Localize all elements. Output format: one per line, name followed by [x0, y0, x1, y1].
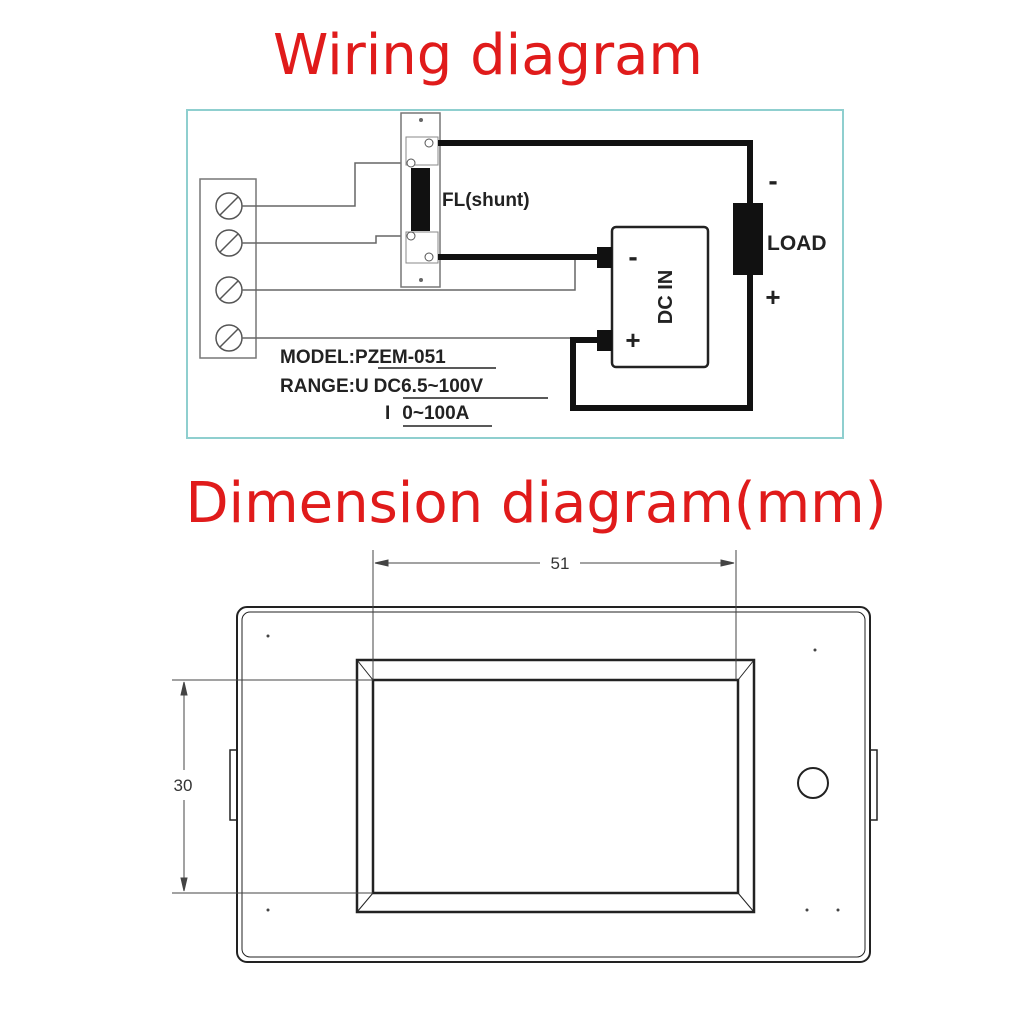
wiring-title: Wiring diagram	[273, 23, 703, 88]
height-dimension: 30	[174, 776, 193, 795]
screen-bezel	[355, 658, 756, 914]
dimension-title: Dimension diagram(mm)	[185, 471, 886, 536]
dc-in-source	[597, 225, 710, 369]
screen	[371, 678, 740, 895]
dc-in-label: DC IN	[655, 270, 677, 324]
voltage-range: DC6.5~100V	[374, 376, 484, 397]
load-minus: -	[768, 165, 777, 196]
svg-text:MODEL:PZEM-051: MODEL:PZEM-051	[280, 347, 446, 368]
power-wires	[438, 140, 753, 411]
wiring-diagram: FL(shunt) LOAD - + - + DC IN MODEL:PZEM-…	[186, 109, 844, 439]
model-prefix: MODEL:	[280, 347, 355, 368]
dc-minus: -	[628, 241, 637, 272]
button-icon	[797, 767, 829, 799]
current-prefix: I	[385, 403, 390, 424]
svg-text:I0~100A: I 0~100A	[385, 403, 470, 424]
range-prefix: RANGE:U	[280, 376, 369, 397]
current-range: 0~100A	[402, 403, 469, 424]
model-value: PZEM-051	[355, 347, 446, 368]
dc-plus: +	[625, 325, 640, 355]
shunt-label: FL(shunt)	[442, 190, 530, 211]
dimension-diagram	[172, 550, 878, 963]
shunt	[400, 112, 441, 288]
width-dimension: 51	[551, 554, 570, 573]
load-label: LOAD	[767, 232, 827, 255]
load-plus: +	[765, 282, 780, 312]
signal-wires	[242, 162, 576, 339]
load-resistor	[733, 203, 763, 275]
